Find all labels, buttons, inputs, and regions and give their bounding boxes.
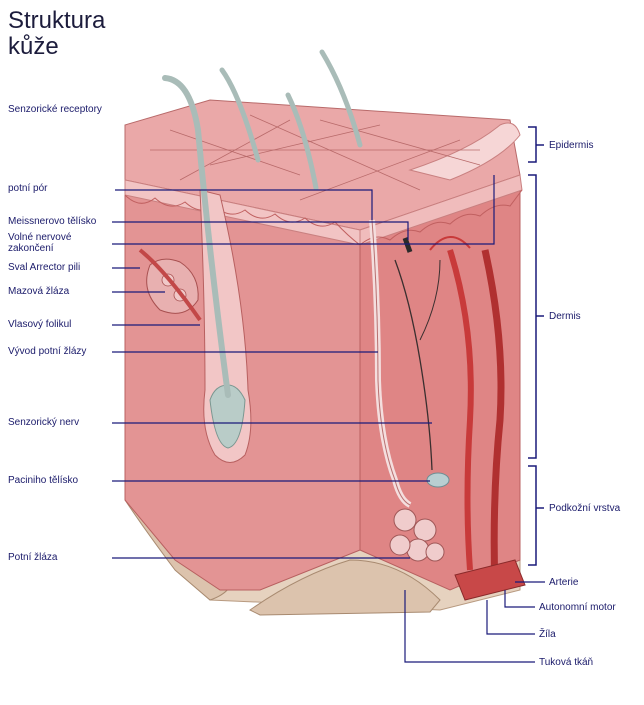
layer-brackets bbox=[528, 127, 544, 565]
label-podkozni-vrstva: Podkožní vrstva bbox=[549, 503, 620, 514]
label-volne-nervove: Volné nervové bbox=[8, 232, 71, 243]
label-vyvod-potni-zlazy: Vývod potní žlázy bbox=[8, 346, 86, 357]
label-autonomni-motor: Autonomní motor bbox=[539, 602, 616, 613]
label-meissnerovo-telisko: Meissnerovo tělísko bbox=[8, 216, 96, 227]
label-epidermis: Epidermis bbox=[549, 140, 593, 151]
label-sval-arrector-pili: Sval Arrector pili bbox=[8, 262, 80, 273]
label-tukova-tkan: Tuková tkáň bbox=[539, 657, 593, 668]
label-zila: Žíla bbox=[539, 629, 556, 640]
pacinian-corpuscle bbox=[427, 473, 449, 487]
label-paciniho-telisko: Paciniho tělísko bbox=[8, 475, 78, 486]
label-senzoricke-receptory: Senzorické receptory bbox=[8, 104, 102, 115]
label-dermis: Dermis bbox=[549, 311, 581, 322]
label-zakonceni: zakončení bbox=[8, 243, 54, 254]
label-potni-por: potní pór bbox=[8, 183, 47, 194]
label-mazova-zlaza: Mazová žláza bbox=[8, 286, 69, 297]
label-senzoricky-nerv: Senzorický nerv bbox=[8, 417, 79, 428]
label-potni-zlaza: Potní žláza bbox=[8, 552, 57, 563]
label-arterie: Arterie bbox=[549, 577, 578, 588]
label-vlasovy-folikul: Vlasový folikul bbox=[8, 319, 71, 330]
